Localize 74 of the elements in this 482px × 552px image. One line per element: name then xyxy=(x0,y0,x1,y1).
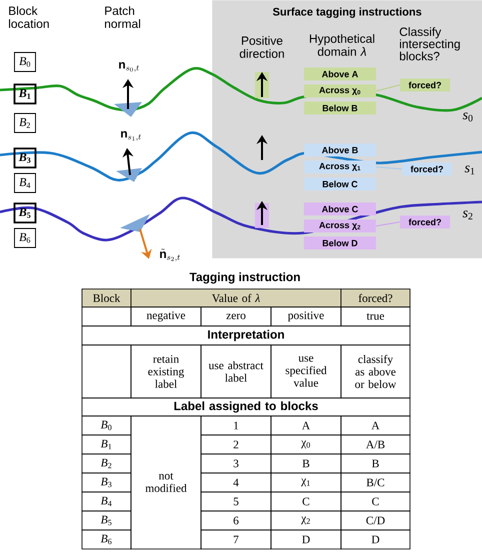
block-box: B$_{6}$ xyxy=(14,228,36,248)
block-box: B$_{4}$ xyxy=(14,173,36,193)
table-cell: χ$_{2}$ xyxy=(270,510,342,530)
tag-box: Above A xyxy=(304,68,376,80)
table-cell: use specified value xyxy=(270,344,342,398)
table-cell: use abstract label xyxy=(200,344,272,398)
table-cell: positive xyxy=(270,306,342,326)
connector-line xyxy=(376,84,400,92)
tag-box: Below D xyxy=(304,236,376,250)
table-cell: C xyxy=(270,492,342,512)
table-cell: B$_{1}$ xyxy=(82,434,132,454)
curve-label: s$_{0}$ xyxy=(462,112,473,122)
column-heading: Hypothetical domain λ xyxy=(310,34,374,56)
table-cell: A xyxy=(340,416,410,436)
table-cell: A/B xyxy=(340,434,410,454)
table-cell: A xyxy=(270,416,342,436)
table-cell: not modified xyxy=(130,416,202,550)
table-cell: B/C xyxy=(340,472,410,492)
block-box: B$_{0}$ xyxy=(14,52,36,72)
column-heading: Classify intersecting blocks? xyxy=(400,27,460,60)
forced-box: forced? xyxy=(400,216,450,228)
table-cell: zero xyxy=(200,306,272,326)
table-cell: B$_{4}$ xyxy=(82,492,132,512)
table-cell: 3 xyxy=(200,454,272,474)
connector-line xyxy=(376,166,402,170)
table-cell: D xyxy=(270,530,342,550)
table-cell: B$_{3}$ xyxy=(82,472,132,492)
tag-box: Below C xyxy=(304,178,376,190)
forced-box: forced? xyxy=(402,162,452,176)
table-cell: retain existing label xyxy=(130,344,202,398)
table-cell: 4 xyxy=(200,472,272,492)
vector-label: $\mathbf{n}_{s_0,t}$ xyxy=(119,62,139,72)
table-cell: 7 xyxy=(200,530,272,550)
tag-box: Above B xyxy=(304,144,376,156)
table-cell: 5 xyxy=(200,492,272,512)
table-cell: D xyxy=(340,530,410,550)
table-cell: 1 xyxy=(200,416,272,436)
table-cell: χ$_{1}$ xyxy=(270,472,342,492)
tag-box: Across χ$_{1}$ xyxy=(304,160,376,174)
table-title: Tagging instruction xyxy=(190,272,300,284)
column-heading: Patch normal xyxy=(105,6,140,28)
forced-box: forced? xyxy=(400,78,450,92)
table-cell: χ$_{0}$ xyxy=(270,434,342,454)
tag-box: Below B xyxy=(304,102,376,114)
section-heading: Label assigned to blocks xyxy=(82,398,410,416)
table-cell: B$_{6}$ xyxy=(82,530,132,550)
table-cell: B xyxy=(270,454,342,474)
vector-label: $\mathbf{n}_{s_1,t}$ xyxy=(121,131,141,141)
table-cell: C/D xyxy=(340,510,410,530)
table-cell: classify as above or below xyxy=(340,344,410,398)
connector-line xyxy=(376,222,400,226)
table-cell: C xyxy=(340,492,410,512)
block-box: B$_{2}$ xyxy=(14,113,36,133)
table-cell: true xyxy=(340,306,410,326)
table-cell: negative xyxy=(130,306,202,326)
curve-label: s$_{2}$ xyxy=(462,210,472,220)
tag-box: Across χ$_{0}$ xyxy=(304,84,376,98)
tag-box: Across χ$_{2}$ xyxy=(304,220,376,232)
block-box: B$_{1}$ xyxy=(14,84,36,104)
table-cell: B xyxy=(340,454,410,474)
table-cell: 2 xyxy=(200,434,272,454)
block-box: B$_{3}$ xyxy=(14,148,36,168)
table-cell: B$_{5}$ xyxy=(82,510,132,530)
header-cell: forced? xyxy=(340,288,410,308)
vector-label: $\tilde{\mathbf{n}}_{s_2,t}$ xyxy=(160,248,180,262)
header-cell: Block xyxy=(82,288,132,308)
section-heading: Interpretation xyxy=(82,326,410,346)
tag-box: Above C xyxy=(304,202,376,216)
column-heading: Positive direction xyxy=(240,36,284,58)
table-cell: B$_{2}$ xyxy=(82,454,132,474)
block-box: B$_{5}$ xyxy=(14,202,36,224)
column-heading: Block location xyxy=(9,6,49,28)
table-cell: B$_{0}$ xyxy=(82,416,132,436)
table-cell: 6 xyxy=(200,510,272,530)
